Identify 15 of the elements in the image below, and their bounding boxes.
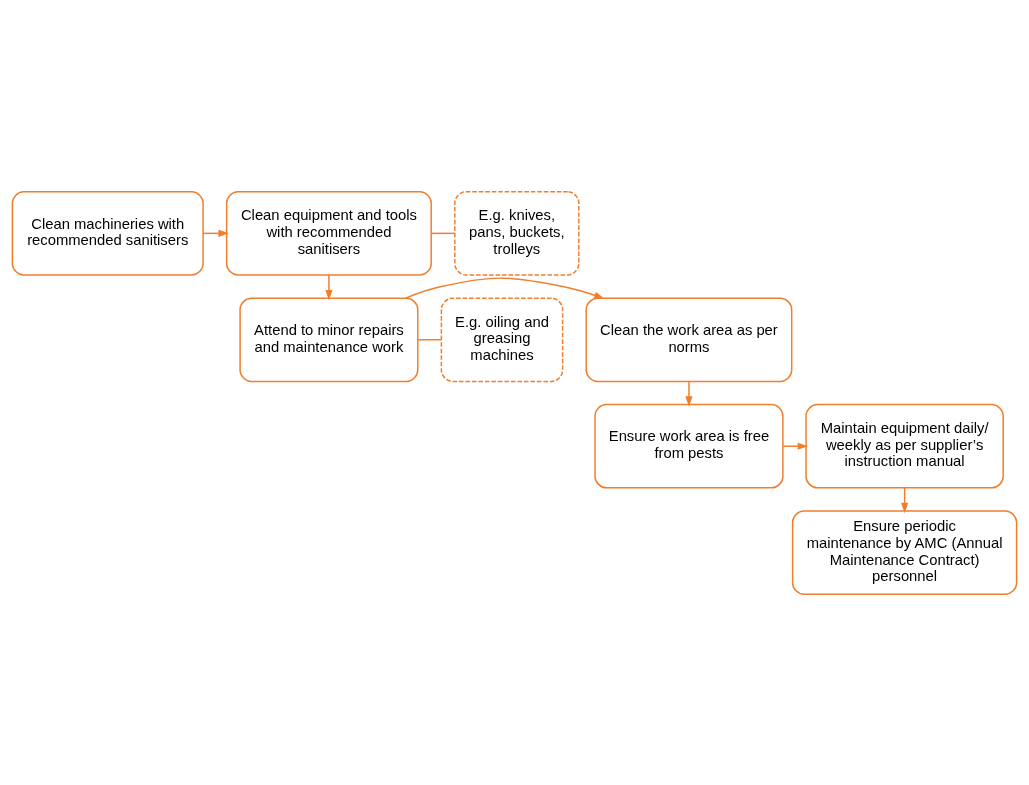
node-box: Maintain equipment daily/ weekly as per supplier’s instruction manual	[805, 403, 1004, 489]
arrow	[685, 380, 693, 407]
node-box: E.g. knives, pans, buckets, trolleys	[454, 190, 580, 276]
node-box: Ensure work area is free from pests	[594, 403, 784, 489]
arrow	[325, 273, 333, 300]
node-box: Clean machineries with recommended sanitisers	[11, 190, 204, 276]
connector	[430, 232, 456, 234]
node-box: Attend to minor repairs and maintenance work	[239, 296, 419, 382]
node-box: Clean the work area as per norms	[585, 296, 793, 382]
connector	[417, 338, 442, 340]
arrow	[782, 442, 809, 450]
arrow	[404, 276, 605, 299]
node-box: Ensure periodic maintenance by AMC (Annual Maintenance Contract) personnel	[791, 509, 1018, 595]
node-box: E.g. oiling and greasing machines	[440, 296, 564, 382]
node-box: Clean equipment and tools with recommended sanitisers	[225, 190, 432, 276]
